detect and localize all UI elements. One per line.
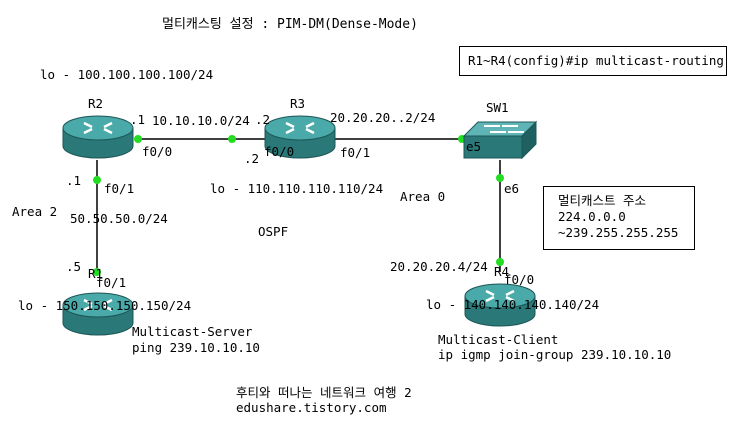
link-dot (496, 174, 504, 182)
multicast-box-line2: 224.0.0.0 (558, 209, 626, 224)
link-dot (134, 135, 142, 143)
router-r2-icon[interactable] (62, 115, 134, 159)
r1-name: R1 (88, 266, 104, 281)
link-dot (93, 176, 101, 184)
page-title: 멀티캐스팅 설정 : PIM-DM(Dense-Mode) (162, 17, 418, 32)
router-r1-icon[interactable] (62, 292, 134, 336)
r4-command: ip igmp join-group 239.10.10.10 (438, 347, 672, 362)
link-sw1-r4-network: 20.20.20.4/24 (390, 259, 488, 274)
multicast-box-line1: 멀티캐스트 주소 (558, 193, 647, 208)
area-2-label: Area 2 (12, 204, 58, 219)
r4-role: Multicast-Client (438, 332, 559, 347)
r2-ip-dot1: .1 (130, 112, 146, 127)
link-r3-sw1-network: 20.20.20..2/24 (330, 110, 436, 125)
ospf-label: OSPF (258, 224, 289, 239)
link-dot (228, 135, 236, 143)
r2-f01-label: f0/1 (104, 181, 135, 196)
r3-loopback-label: lo - 110.110.110.110/24 (210, 181, 384, 196)
multicast-address-box: 멀티캐스트 주소 224.0.0.0 ~239.255.255.255 (543, 186, 695, 250)
router-r4-icon[interactable] (464, 283, 536, 327)
multicast-box-line3: ~239.255.255.255 (558, 225, 679, 240)
r2-ip-dot1: .1 (66, 173, 82, 188)
r4-name: R4 (494, 264, 510, 279)
r3-name: R3 (290, 96, 306, 111)
footer-url: edushare.tistory.com (236, 400, 387, 415)
link-r2-r3-network: 10.10.10.0/24 (152, 113, 250, 128)
config-note: R1~R4(config)#ip multicast-routing (468, 53, 724, 68)
switch-sw1-icon[interactable] (462, 120, 538, 162)
r3-f00-label: f0/0 (264, 144, 295, 159)
area-0-label: Area 0 (400, 189, 446, 204)
r2-name: R2 (88, 96, 104, 111)
switch-name: SW1 (486, 100, 509, 115)
r3-ip-dot2: .2 (244, 151, 260, 166)
r1-f01-label: f0/1 (96, 275, 127, 290)
r4-f00-label: f0/0 (504, 272, 535, 287)
r1-role: Multicast-Server (132, 324, 253, 339)
r1-ip-dot5: .5 (66, 259, 82, 274)
r4-loopback-label: lo - 140.140.140.140/24 (426, 297, 600, 312)
r1-loopback-label: lo - 150.150.150.150/24 (18, 298, 192, 313)
switch-port-e6: e6 (504, 181, 520, 196)
router-r3-icon[interactable] (264, 115, 336, 159)
link-r2-r1-network: 50.50.50.0/24 (70, 211, 168, 226)
r2-loopback-label: lo - 100.100.100.100/24 (40, 67, 214, 82)
link-dot (93, 268, 101, 276)
link-dot (496, 258, 504, 266)
r3-f01-label: f0/1 (340, 145, 371, 160)
r1-command: ping 239.10.10.10 (132, 340, 260, 355)
r2-f00-label: f0/0 (142, 144, 173, 159)
config-note-box: R1~R4(config)#ip multicast-routing (459, 46, 727, 76)
r3-ip-dot2: .2 (255, 112, 271, 127)
switch-port-e5: e5 (466, 139, 482, 154)
footer-title: 후티와 떠나는 네트워크 여행 2 (236, 385, 412, 400)
